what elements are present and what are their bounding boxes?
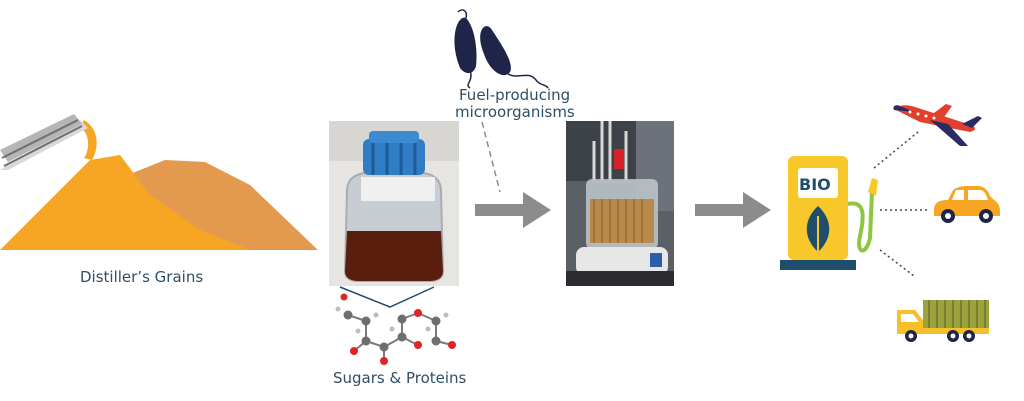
dashed-connector: [481, 121, 501, 193]
sugars-label: Sugars & Proteins: [333, 369, 467, 387]
leaf-icon: [806, 206, 830, 252]
airplane-icon: [893, 104, 982, 146]
chute-icon: [0, 114, 88, 170]
connector-lines: [873, 131, 928, 277]
jar-photo-icon: [329, 121, 459, 286]
car-icon: [934, 186, 1000, 223]
truck-icon: [897, 300, 989, 342]
arrow-right-icon: [695, 192, 771, 228]
grains-label: Distiller’s Grains: [80, 268, 204, 286]
grain-pile-icon: [0, 120, 318, 250]
microbes-label-line1: Fuel-producing: [459, 86, 571, 104]
arrow-right-icon: [475, 192, 551, 228]
microbe-icon: [454, 9, 549, 89]
microbes-label-line2: microorganisms: [455, 103, 575, 121]
molecule-icon: [335, 286, 456, 365]
pump-label: BIO: [799, 175, 831, 194]
bioreactor-photo-icon: [566, 121, 674, 286]
